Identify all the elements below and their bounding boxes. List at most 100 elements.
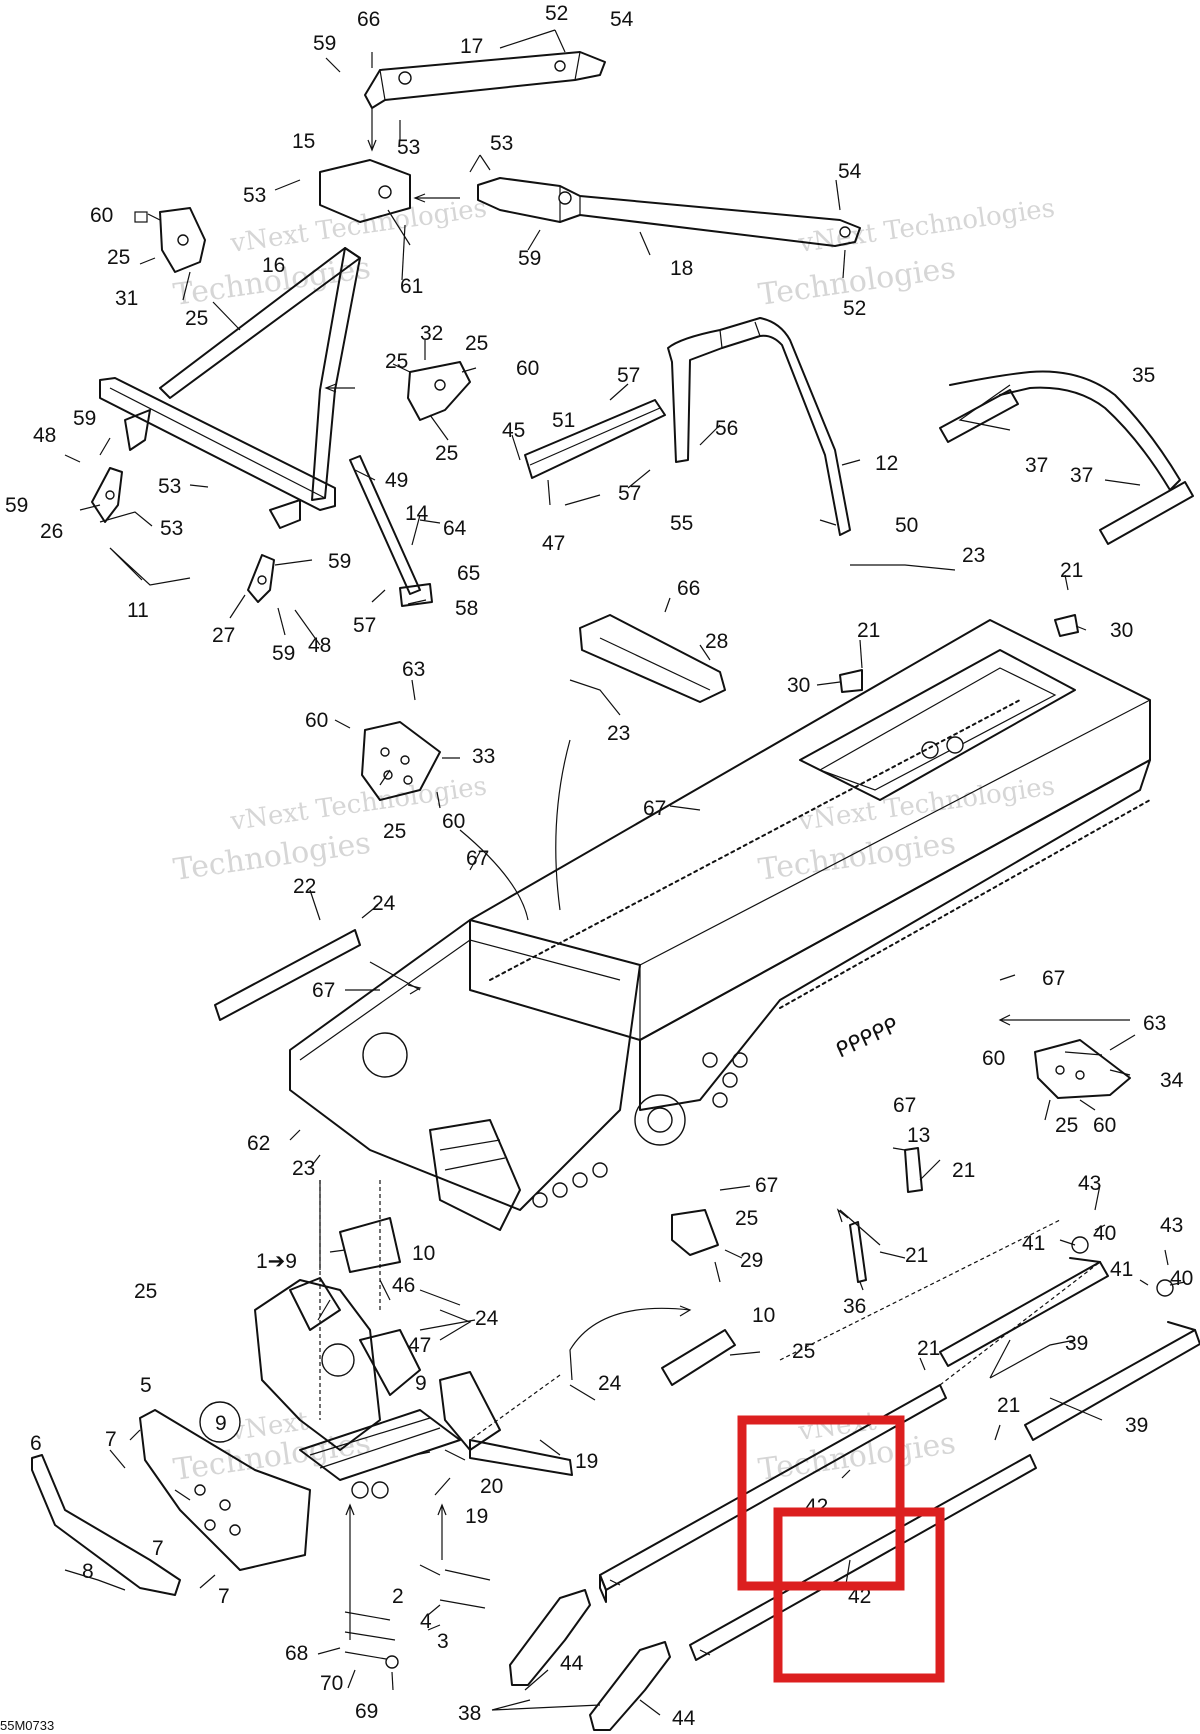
bracket-13	[904, 1147, 923, 1193]
callout-55: 55	[670, 512, 693, 535]
callout-labels: 66 52 54 59 17 53 15 53 53 54 60 25 16 3…	[5, 2, 1193, 1730]
leader-lines	[64, 29, 1186, 1716]
callout-23: 23	[607, 722, 630, 745]
callout-53: 53	[490, 132, 513, 155]
callout-21: 21	[1060, 559, 1083, 582]
callout-54: 54	[838, 160, 862, 183]
callout-24: 24	[475, 1307, 499, 1330]
watermark: Technologies	[171, 826, 372, 888]
callout-59: 59	[5, 494, 28, 517]
callout-62: 62	[247, 1132, 270, 1155]
callout-25: 25	[1055, 1114, 1078, 1137]
callout-47: 47	[542, 532, 565, 555]
bracket-30	[1054, 614, 1079, 637]
callout-39: 39	[1125, 1414, 1148, 1437]
front-a-frame-16	[99, 247, 361, 529]
callout-46: 46	[392, 1274, 415, 1297]
washer-40	[1156, 1279, 1174, 1297]
callout-5: 5	[140, 1374, 152, 1397]
callout-7: 7	[152, 1537, 164, 1560]
bracket-31	[134, 207, 206, 273]
callout-25: 25	[435, 442, 458, 465]
callout-58: 58	[455, 597, 478, 620]
callout-7: 7	[218, 1585, 230, 1608]
callout-61: 61	[400, 275, 423, 298]
callout-21: 21	[917, 1337, 940, 1360]
callout-15: 15	[292, 130, 315, 153]
callout-1-9: 1➔9	[256, 1250, 297, 1273]
strip-22	[214, 929, 361, 1021]
drawing-code: 55M0733	[0, 1718, 54, 1733]
callout-44: 44	[560, 1652, 584, 1675]
callout-53: 53	[243, 184, 266, 207]
callout-52: 52	[843, 297, 866, 320]
bracket-10	[339, 1217, 401, 1273]
callout-21: 21	[952, 1159, 975, 1182]
callout-67: 67	[312, 979, 335, 1002]
callout-31: 31	[115, 287, 138, 310]
callout-57: 57	[618, 482, 641, 505]
callout-60: 60	[90, 204, 113, 227]
callout-60: 60	[305, 709, 328, 732]
callout-59: 59	[272, 642, 295, 665]
callout-49: 49	[385, 469, 408, 492]
callout-50: 50	[895, 514, 918, 537]
callout-19: 19	[465, 1505, 488, 1528]
callout-39: 39	[1065, 1332, 1088, 1355]
main-chassis: ᑭᑭᑭᑭᑭ	[289, 619, 1151, 1231]
callout-20: 20	[480, 1475, 503, 1498]
callout-36: 36	[843, 1295, 866, 1318]
callout-66: 66	[677, 577, 700, 600]
callout-40: 40	[1170, 1267, 1193, 1290]
callout-25: 25	[107, 246, 130, 269]
callout-19: 19	[575, 1450, 598, 1473]
callout-4: 4	[420, 1610, 432, 1633]
callout-27: 27	[212, 624, 235, 647]
callout-67: 67	[755, 1174, 778, 1197]
callout-63: 63	[402, 658, 425, 681]
callout-24: 24	[598, 1372, 622, 1395]
callout-18: 18	[670, 257, 693, 280]
highlight-box-upper	[737, 1415, 905, 1591]
callout-33: 33	[472, 745, 495, 768]
callout-52: 52	[545, 2, 568, 25]
callout-41: 41	[1022, 1232, 1045, 1255]
callout-40: 40	[1093, 1222, 1116, 1245]
callout-25: 25	[792, 1340, 815, 1363]
callout-25: 25	[185, 307, 208, 330]
highlight-box-lower	[773, 1507, 945, 1683]
callout-37: 37	[1025, 454, 1048, 477]
callout-21: 21	[905, 1244, 928, 1267]
callout-30: 30	[787, 674, 810, 697]
bracket-51	[524, 399, 666, 479]
callout-32: 32	[420, 322, 443, 345]
callout-11: 11	[127, 599, 149, 622]
chassis-lettering: ᑭᑭᑭᑭᑭ	[832, 1014, 902, 1063]
callout-38: 38	[458, 1702, 481, 1725]
slide-38	[509, 1589, 671, 1731]
bolt-stack	[344, 1569, 491, 1669]
callout-3: 3	[437, 1630, 449, 1653]
bracket-27	[247, 554, 275, 603]
callout-65: 65	[457, 562, 480, 585]
callout-25: 25	[735, 1207, 758, 1230]
callout-70: 70	[320, 1672, 343, 1695]
callout-17: 17	[460, 35, 483, 58]
callout-68: 68	[285, 1642, 308, 1665]
callout-54: 54	[610, 8, 634, 31]
callout-63: 63	[1143, 1012, 1166, 1035]
callout-25: 25	[383, 820, 406, 843]
callout-9: 9	[215, 1412, 227, 1435]
callout-57: 57	[617, 364, 640, 387]
callout-28: 28	[705, 630, 728, 653]
callout-59: 59	[518, 247, 541, 270]
front-suspension-assembly	[254, 1277, 573, 1640]
callout-34: 34	[1160, 1069, 1184, 1092]
watermark-group: vNext Technologies Technologies vNext Te…	[171, 193, 1056, 1488]
callout-48: 48	[308, 634, 331, 657]
callout-44: 44	[672, 1707, 696, 1730]
callout-25: 25	[134, 1280, 157, 1303]
callout-25: 25	[385, 350, 408, 373]
callout-10: 10	[752, 1304, 775, 1327]
